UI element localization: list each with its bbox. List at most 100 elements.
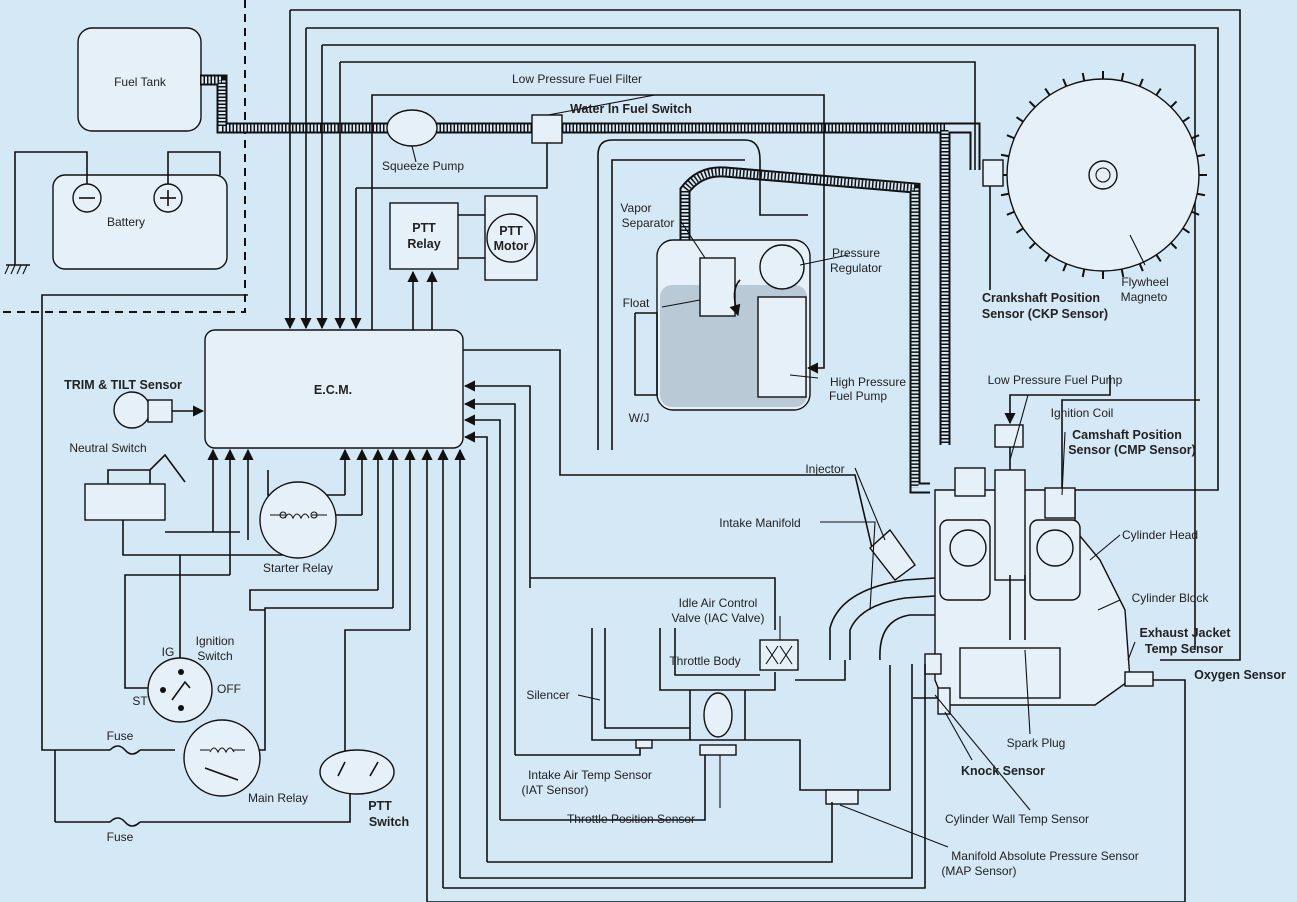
ecm-top-inputs bbox=[284, 9, 1241, 661]
intake-manifold bbox=[795, 577, 936, 681]
throttle-body-label: Throttle Body bbox=[669, 654, 740, 668]
starter-relay-label: Starter Relay bbox=[263, 561, 333, 575]
ptt-relay-label-line2: Relay bbox=[407, 237, 440, 251]
ecm-box bbox=[204, 329, 464, 449]
flywheel-tooth bbox=[1015, 227, 1024, 234]
flywheel-tooth bbox=[1182, 227, 1191, 234]
flywheel-tooth bbox=[1028, 100, 1036, 108]
flywheel-tooth bbox=[1120, 72, 1125, 82]
spark-plug-label: Spark Plug bbox=[1007, 736, 1066, 750]
neutral-switch bbox=[84, 453, 186, 521]
throttle-position-sensor-label: Throttle Position Sensor bbox=[567, 812, 695, 826]
leader-lines bbox=[411, 94, 1146, 848]
iat-sensor-label-line1: Intake Air Temp Sensor bbox=[528, 768, 652, 782]
ptt-switch bbox=[319, 749, 395, 795]
main-relay-label: Main Relay bbox=[248, 791, 308, 805]
vapor-separator-label-line1: Vapor bbox=[620, 201, 651, 215]
pressure-regulator-label-line1: Pressure bbox=[832, 246, 880, 260]
flywheel-tooth bbox=[1182, 116, 1191, 123]
injector-label: Injector bbox=[805, 462, 844, 476]
ptt-motor-label-line1: PTT bbox=[499, 224, 523, 238]
engine-block bbox=[934, 467, 1131, 706]
flywheel-tooth bbox=[1044, 87, 1051, 96]
flywheel-tooth bbox=[1044, 254, 1051, 263]
exhaust-jacket-temp-sensor-label-line2: Temp Sensor bbox=[1145, 642, 1223, 656]
neutral-switch-label: Neutral Switch bbox=[69, 441, 146, 455]
map-sensor-label-line1: Manifold Absolute Pressure Sensor bbox=[951, 849, 1138, 863]
fuel-tank-label: Fuel Tank bbox=[114, 75, 167, 89]
ckp-sensor-label-line2: Sensor (CKP Sensor) bbox=[982, 307, 1108, 321]
ptt-relay-box bbox=[389, 202, 459, 270]
map-sensor bbox=[825, 789, 859, 805]
flywheel-tooth bbox=[1138, 263, 1144, 272]
fuse-2 bbox=[109, 817, 141, 827]
flywheel-magneto bbox=[999, 71, 1207, 279]
battery-negative-terminal bbox=[72, 183, 102, 213]
oxygen-sensor-label: Oxygen Sensor bbox=[1194, 668, 1286, 682]
flywheel-tooth bbox=[1155, 87, 1162, 96]
low-pressure-fuel-filter-label: Low Pressure Fuel Filter bbox=[512, 72, 642, 86]
flywheel-tooth bbox=[1015, 116, 1024, 123]
silencer-label: Silencer bbox=[526, 688, 569, 702]
squeeze-pump-label: Squeeze Pump bbox=[382, 159, 464, 173]
iac-valve-label-line2: Valve (IAC Valve) bbox=[672, 611, 765, 625]
oxygen-sensor bbox=[1124, 671, 1154, 687]
silencer bbox=[591, 628, 891, 791]
flywheel-tooth bbox=[1062, 263, 1068, 272]
flywheel-magneto-label-line1: Flywheel bbox=[1121, 275, 1168, 289]
fuse-1 bbox=[109, 745, 141, 755]
ignition-switch-label-line2: Switch bbox=[197, 649, 232, 663]
knock-sensor-label: Knock Sensor bbox=[961, 764, 1045, 778]
map-sensor-label-line2: (MAP Sensor) bbox=[941, 864, 1016, 878]
off-label: OFF bbox=[217, 682, 241, 696]
ecm-bottom-inputs bbox=[207, 448, 466, 902]
starter-relay bbox=[259, 481, 337, 559]
cmp-sensor-label-line1: Camshaft Position bbox=[1072, 428, 1182, 442]
fuse-label-2: Fuse bbox=[107, 830, 134, 844]
ptt-switch-label-line2: Switch bbox=[369, 815, 409, 829]
main-relay bbox=[183, 719, 261, 797]
cylinder-block-label: Cylinder Block bbox=[1132, 591, 1210, 605]
high-pressure-fuel-pump-label-line2: Fuel Pump bbox=[829, 389, 887, 403]
low-pressure-fuel-pump-label: Low Pressure Fuel Pump bbox=[988, 373, 1123, 387]
left-wiring bbox=[41, 294, 410, 823]
ptt-motor bbox=[486, 213, 536, 263]
ptt-switch-label-line1: PTT bbox=[368, 799, 392, 813]
flywheel-tooth bbox=[1062, 78, 1068, 87]
flywheel-tooth bbox=[1191, 210, 1200, 216]
ignition-coil bbox=[994, 424, 1024, 448]
flywheel-tooth bbox=[1191, 134, 1200, 140]
flywheel-tooth bbox=[1000, 153, 1010, 158]
flywheel-tooth bbox=[1196, 153, 1206, 158]
low-pressure-fuel-filter bbox=[531, 114, 563, 144]
flywheel-tooth bbox=[1138, 78, 1144, 87]
trim-tilt-sensor bbox=[113, 391, 205, 429]
ignition-switch bbox=[147, 657, 213, 723]
float-label: Float bbox=[623, 296, 650, 310]
fuse-label-1: Fuse bbox=[107, 729, 134, 743]
ig-label: IG bbox=[162, 645, 175, 659]
battery-positive-terminal bbox=[153, 183, 183, 213]
cylinder-wall-temp-sensor-label: Cylinder Wall Temp Sensor bbox=[945, 812, 1089, 826]
boundary-dashed-line bbox=[0, 0, 246, 313]
ignition-coil-label: Ignition Coil bbox=[1051, 406, 1114, 420]
ptt-motor-label-line2: Motor bbox=[494, 239, 529, 253]
vapor-separator bbox=[597, 139, 811, 450]
water-in-fuel-switch-label: Water In Fuel Switch bbox=[570, 102, 692, 116]
flywheel-tooth bbox=[1081, 72, 1086, 82]
flywheel-tooth bbox=[1120, 268, 1125, 278]
cylinder-head-label: Cylinder Head bbox=[1122, 528, 1198, 542]
ignition-switch-label-line1: Ignition bbox=[196, 634, 235, 648]
intake-manifold-label: Intake Manifold bbox=[719, 516, 800, 530]
flywheel-tooth bbox=[1028, 242, 1036, 250]
fuel-line bbox=[200, 74, 981, 494]
flywheel-tooth bbox=[1170, 242, 1178, 250]
throttle-body bbox=[659, 628, 776, 756]
cmp-sensor-label-line2: Sensor (CMP Sensor) bbox=[1068, 443, 1196, 457]
wj-label: W/J bbox=[629, 411, 650, 425]
flywheel-tooth bbox=[1006, 134, 1015, 140]
vapor-separator-label-line2: Separator bbox=[622, 216, 675, 230]
pressure-regulator-label-line2: Regulator bbox=[830, 261, 882, 275]
flywheel-magneto-label-line2: Magneto bbox=[1121, 290, 1168, 304]
